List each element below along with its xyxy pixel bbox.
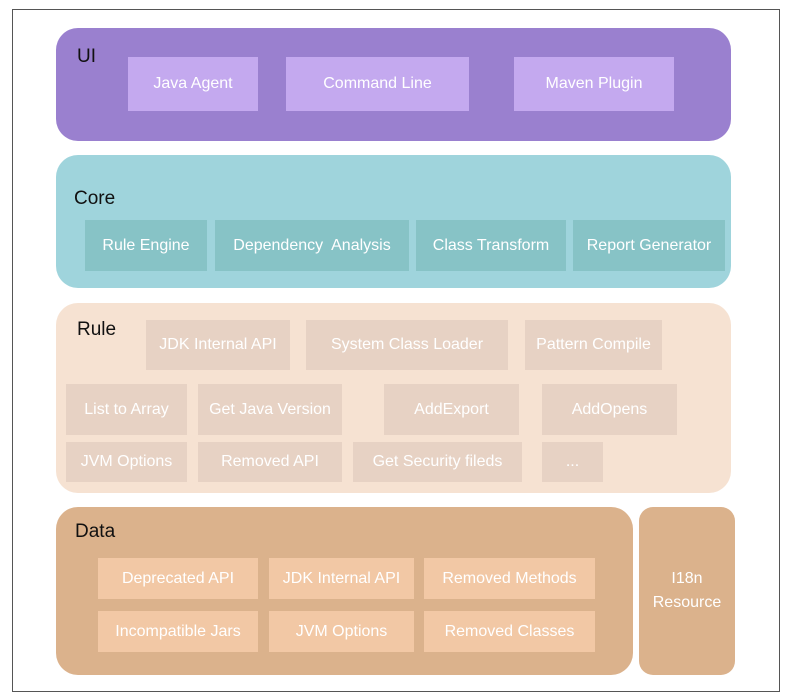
ui-item-command-line: Command Line <box>286 57 469 111</box>
core-item-report-generator: Report Generator <box>573 220 725 271</box>
i18n-resource-block: I18n Resource <box>639 507 735 675</box>
core-layer: Core Rule Engine Dependency Analysis Cla… <box>56 155 731 288</box>
data-item-jdk-internal-api: JDK Internal API <box>269 558 414 599</box>
ui-layer-title: UI <box>77 46 96 67</box>
core-item-class-transform: Class Transform <box>416 220 566 271</box>
data-item-incompatible-jars: Incompatible Jars <box>98 611 258 652</box>
rule-item-jdk-internal-api: JDK Internal API <box>146 320 290 370</box>
rule-item-removed-api: Removed API <box>198 442 342 482</box>
rule-item-get-java-version: Get Java Version <box>198 384 342 435</box>
rule-item-pattern-compile: Pattern Compile <box>525 320 662 370</box>
rule-layer: Rule JDK Internal API System Class Loade… <box>56 303 731 493</box>
data-item-removed-methods: Removed Methods <box>424 558 595 599</box>
ui-item-java-agent: Java Agent <box>128 57 258 111</box>
data-item-deprecated-api: Deprecated API <box>98 558 258 599</box>
data-layer-title: Data <box>75 521 116 542</box>
rule-item-addexport: AddExport <box>384 384 519 435</box>
ui-layer: UI Java Agent Command Line Maven Plugin <box>56 28 731 141</box>
rule-item-get-security-fileds: Get Security fileds <box>353 442 522 482</box>
rule-layer-title: Rule <box>77 319 117 340</box>
i18n-resource-label: I18n Resource <box>652 570 722 611</box>
rule-item-list-to-array: List to Array <box>66 384 187 435</box>
data-item-jvm-options: JVM Options <box>269 611 414 652</box>
core-layer-title: Core <box>74 188 116 209</box>
rule-item-system-class-loader: System Class Loader <box>306 320 508 370</box>
data-item-removed-classes: Removed Classes <box>424 611 595 652</box>
core-item-dependency-analysis: Dependency Analysis <box>215 220 409 271</box>
core-item-rule-engine: Rule Engine <box>85 220 207 271</box>
rule-item-jvm-options: JVM Options <box>66 442 187 482</box>
data-layer: Data Deprecated API JDK Internal API Rem… <box>56 507 633 675</box>
rule-item-addopens: AddOpens <box>542 384 677 435</box>
ui-item-maven-plugin: Maven Plugin <box>514 57 674 111</box>
rule-item-more: ... <box>542 442 603 482</box>
